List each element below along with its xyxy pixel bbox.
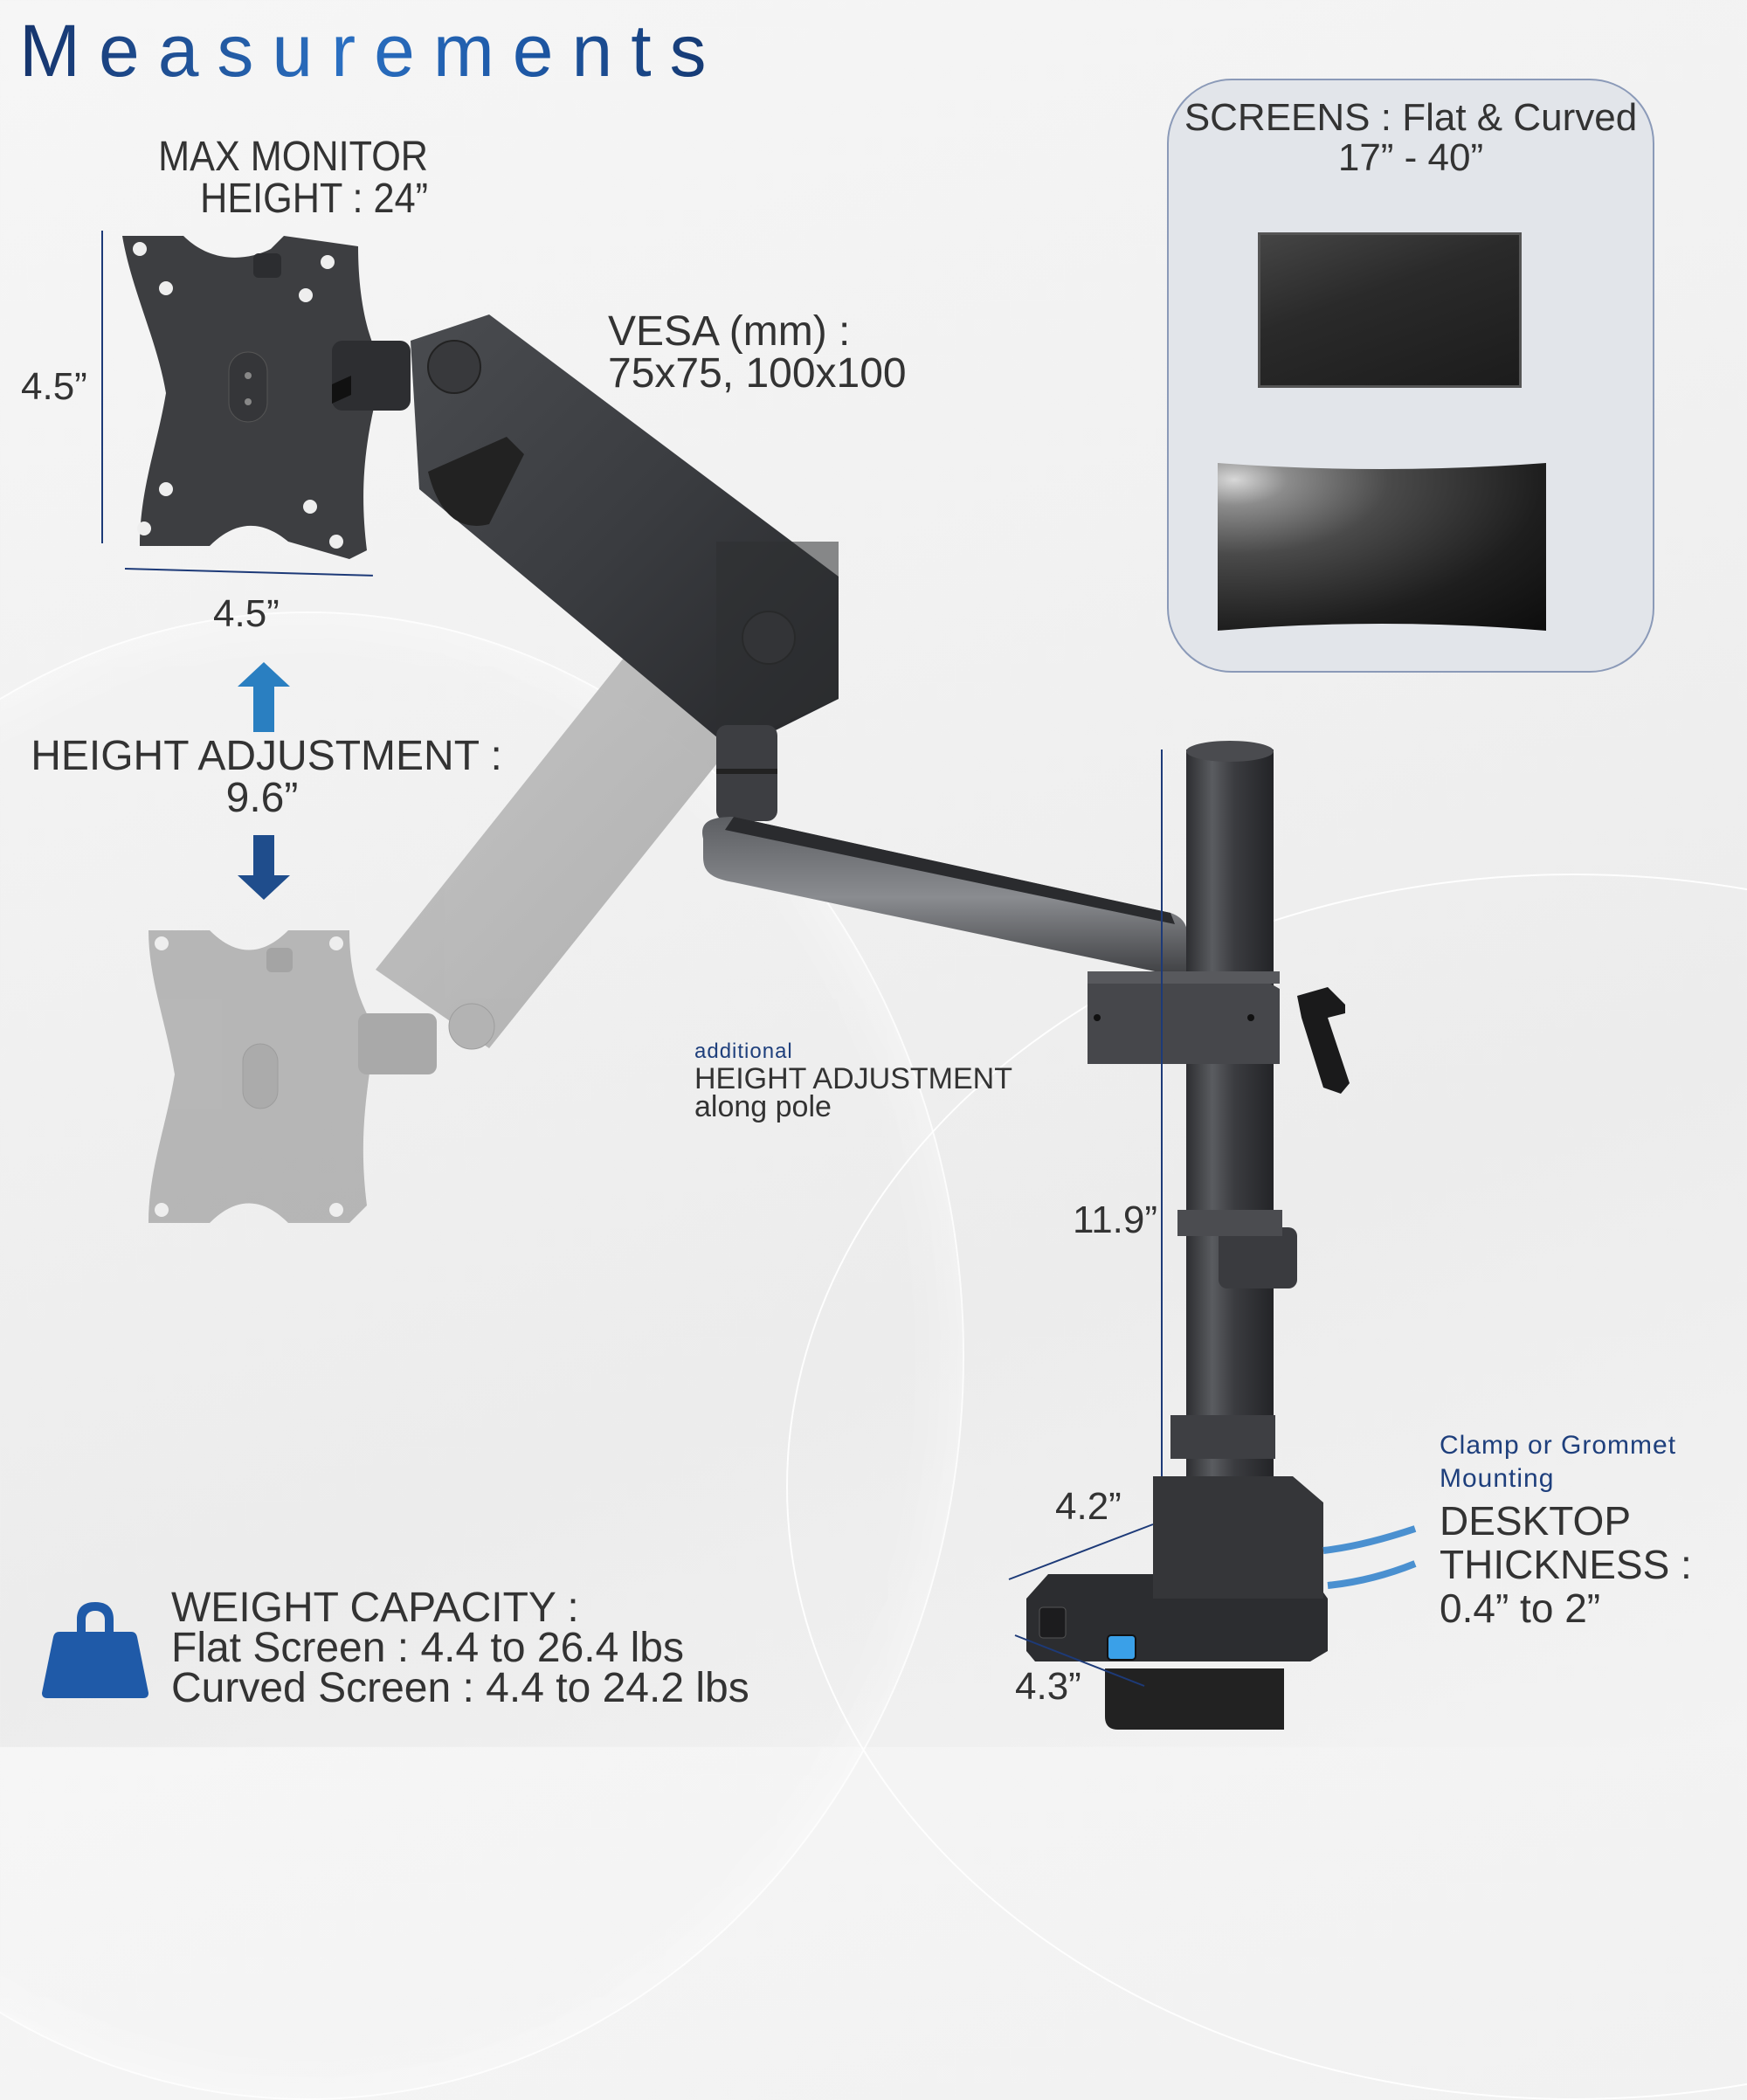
upper-arm bbox=[411, 314, 839, 751]
weight-capacity-info: WEIGHT CAPACITY : Flat Screen : 4.4 to 2… bbox=[171, 1585, 749, 1711]
screens-type-label: SCREENS : Flat & Curved bbox=[1184, 96, 1638, 139]
desktop-thickness-value: 0.4” to 2” bbox=[1440, 1585, 1601, 1631]
mounting-line2: Mounting bbox=[1440, 1464, 1555, 1493]
screens-range-label: 17” - 40” bbox=[1337, 136, 1484, 179]
max-monitor-label: MAX MONITOR HEIGHT : 24” bbox=[128, 136, 428, 220]
height-adjustment-label: HEIGHT ADJUSTMENT : 9.6” bbox=[26, 736, 507, 819]
curved-screen-image bbox=[1218, 463, 1546, 631]
arrow-up-icon bbox=[238, 662, 290, 732]
vesa-plate-upper bbox=[122, 236, 411, 559]
mounting-info: Clamp or Grommet Mounting DESKTOP THICKN… bbox=[1440, 1429, 1692, 1630]
desktop-thickness-line2: THICKNESS : bbox=[1440, 1542, 1692, 1587]
arrow-down-icon bbox=[238, 835, 290, 900]
screens-panel: SCREENS : Flat & Curved 17” - 40” bbox=[1167, 79, 1654, 673]
height-adjustment-value: 9.6” bbox=[225, 775, 299, 821]
max-monitor-line1: MAX MONITOR bbox=[158, 134, 428, 180]
height-adjustment-title: HEIGHT ADJUSTMENT : bbox=[31, 733, 502, 779]
pole-adjustment-title: HEIGHT ADJUSTMENT bbox=[694, 1062, 1012, 1095]
pole-adjustment-prefix: additional bbox=[694, 1040, 793, 1063]
elbow-joint bbox=[716, 725, 777, 821]
mounting-line1: Clamp or Grommet bbox=[1440, 1431, 1677, 1460]
clamp-base bbox=[1026, 1476, 1417, 1730]
plate-height-label: 4.5” bbox=[21, 365, 87, 408]
flat-screen-image bbox=[1258, 232, 1522, 388]
screens-title: SCREENS : Flat & Curved 17” - 40” bbox=[1169, 98, 1653, 178]
vesa-value: 75x75, 100x100 bbox=[608, 350, 907, 397]
pole-height-label: 11.9” bbox=[1073, 1199, 1158, 1241]
base-width-dimension-line bbox=[1014, 1634, 1145, 1687]
vesa-label: VESA (mm) : 75x75, 100x100 bbox=[608, 311, 907, 395]
max-monitor-line2: HEIGHT : 24” bbox=[200, 176, 428, 222]
monitor-arm-illustration bbox=[122, 236, 1417, 1730]
weight-capacity-flat: Flat Screen : 4.4 to 26.4 lbs bbox=[171, 1625, 684, 1671]
weight-capacity-curved: Curved Screen : 4.4 to 24.2 lbs bbox=[171, 1665, 749, 1711]
vesa-title: VESA (mm) : bbox=[608, 308, 851, 355]
pole-adjustment-suffix: along pole bbox=[694, 1090, 832, 1123]
base-width-label: 4.3” bbox=[1015, 1665, 1081, 1708]
pole bbox=[1088, 741, 1350, 1536]
base-depth-label: 4.2” bbox=[1055, 1485, 1122, 1528]
page-title: Measurements bbox=[19, 10, 725, 92]
desktop-thickness-line1: DESKTOP bbox=[1440, 1498, 1631, 1544]
pole-adjustment-label: additional HEIGHT ADJUSTMENT along pole bbox=[694, 1040, 1012, 1123]
plate-height-dimension-line bbox=[101, 231, 103, 543]
plate-width-label: 4.5” bbox=[213, 592, 280, 635]
weight-capacity-title: WEIGHT CAPACITY : bbox=[171, 1585, 579, 1631]
lower-arm bbox=[702, 817, 1188, 978]
weight-icon bbox=[42, 1602, 148, 1698]
base-depth-dimension-line bbox=[1008, 1523, 1154, 1580]
